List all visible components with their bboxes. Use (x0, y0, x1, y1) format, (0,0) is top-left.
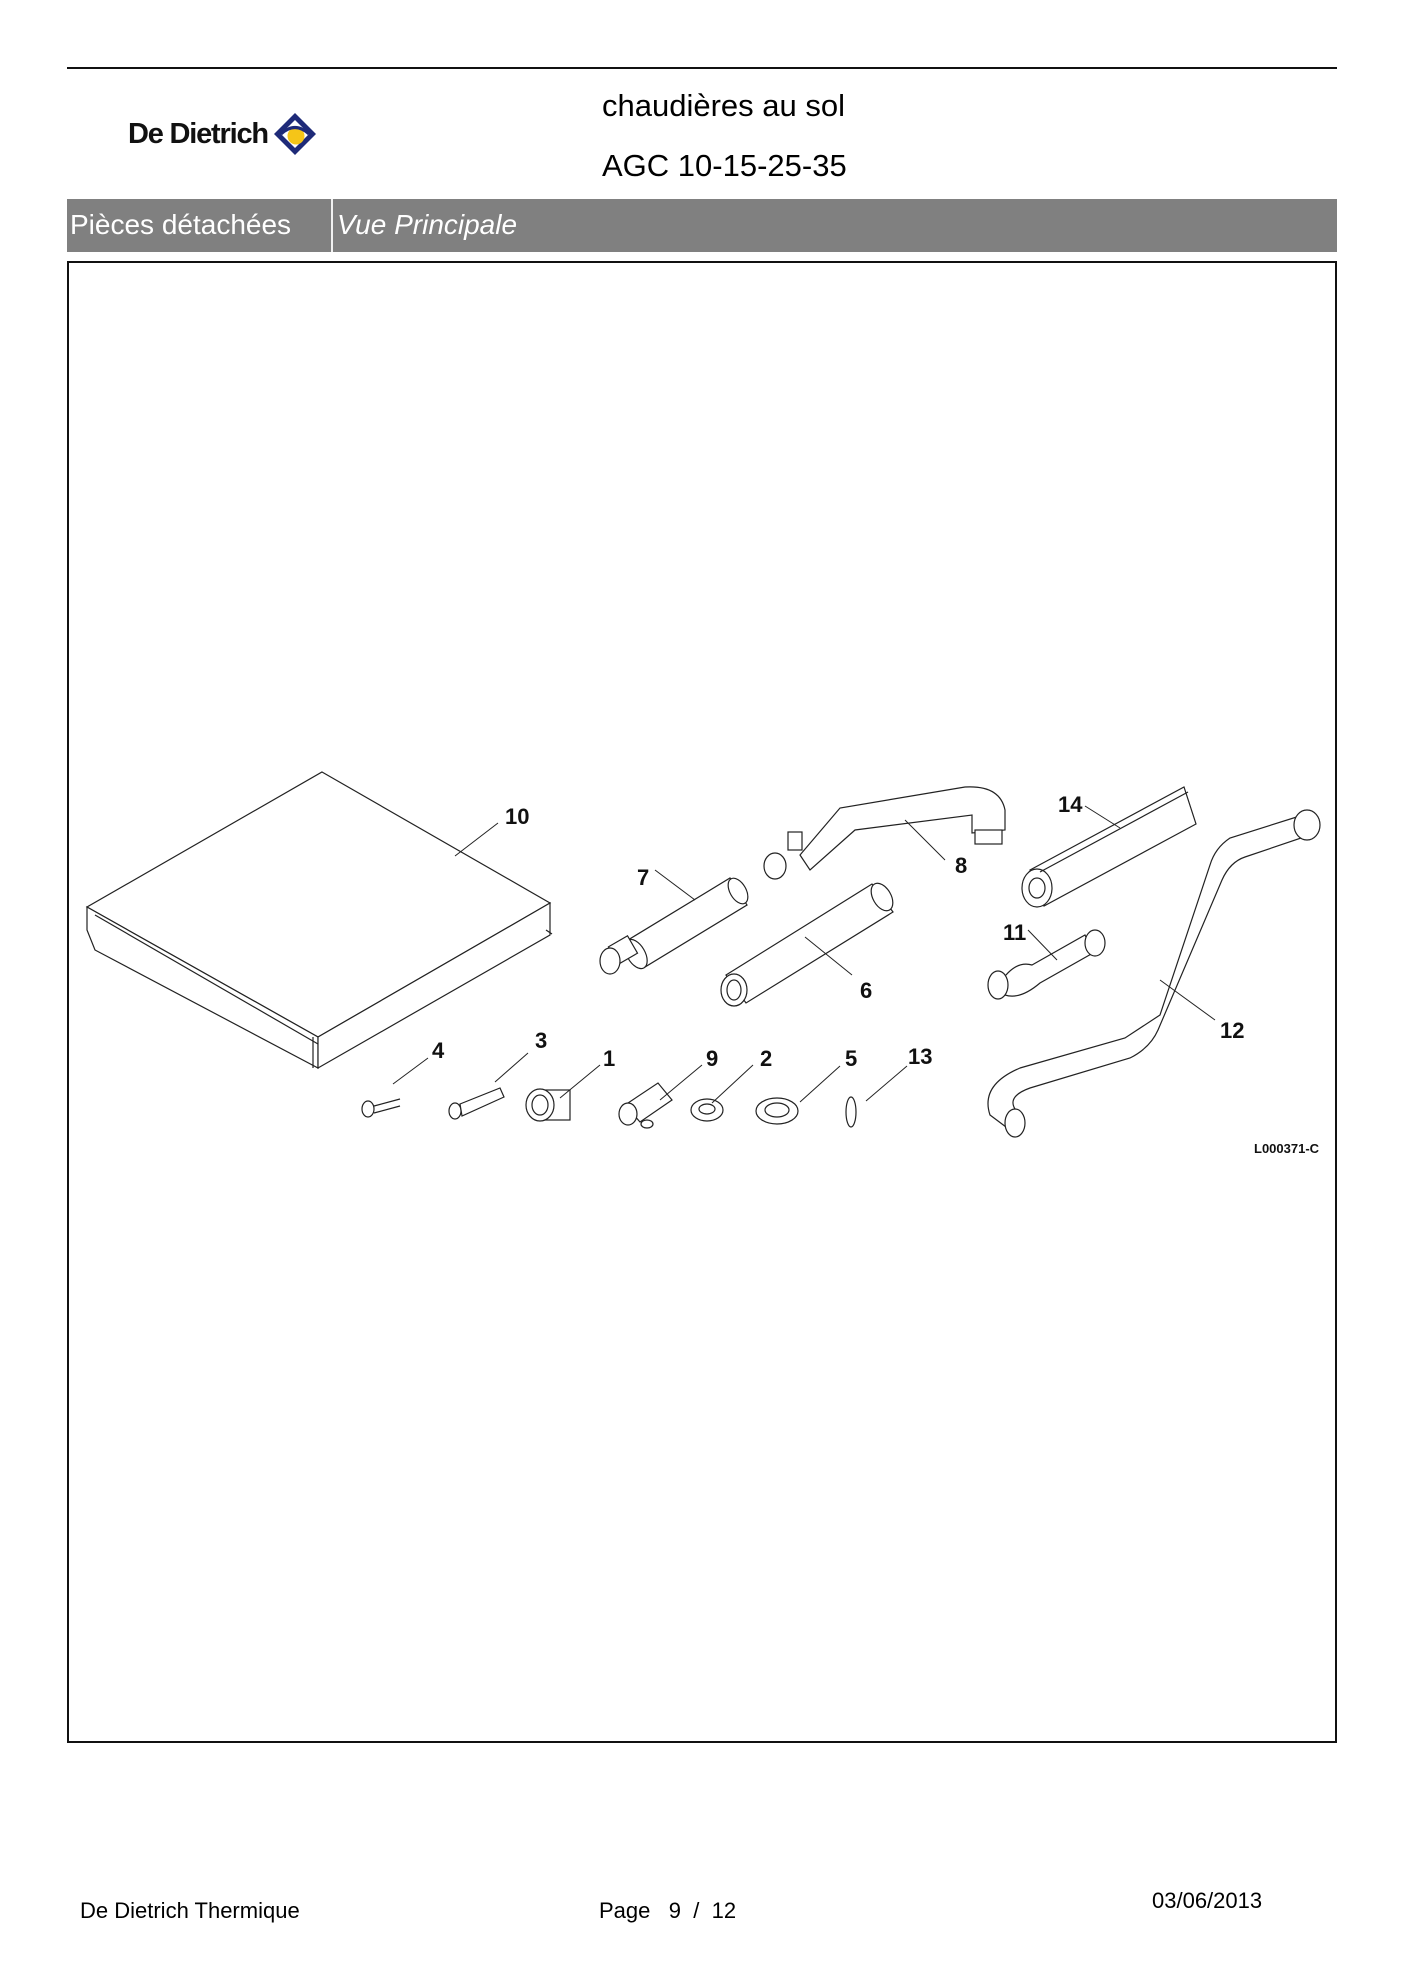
header-rule (67, 67, 1337, 69)
drawing-reference-code: L000371-C (1254, 1141, 1320, 1156)
footer-company: De Dietrich Thermique (80, 1898, 300, 1923)
footer-date: 03/06/2013 (1152, 1888, 1263, 1913)
callout-1: 1 (603, 1046, 616, 1071)
page-label: Page (599, 1898, 651, 1923)
callout-9: 9 (706, 1046, 719, 1071)
callout-4: 4 (432, 1038, 445, 1063)
callout-7: 7 (637, 865, 650, 890)
callout-10: 10 (505, 804, 530, 829)
footer-page-number: Page 9 / 12 (599, 1898, 736, 1924)
section-category: Pièces détachées (70, 209, 292, 240)
callout-12: 12 (1220, 1018, 1245, 1043)
brand-diamond-icon (273, 113, 316, 155)
page-separator: / (693, 1898, 700, 1923)
section-bar: Pièces détachées Vue Principale (67, 199, 1337, 252)
callout-8: 8 (955, 853, 968, 878)
diagram-frame (67, 261, 1337, 1743)
callout-11: 11 (1003, 920, 1027, 945)
page-current: 9 (668, 1898, 681, 1923)
brand-logo: De Dietrich (128, 112, 318, 156)
callout-6: 6 (860, 978, 873, 1003)
section-bar-left-cell: Pièces détachées (67, 199, 333, 252)
callout-14: 14 (1058, 792, 1083, 817)
page-total: 12 (711, 1898, 737, 1923)
brand-logo-text: De Dietrich (128, 117, 269, 150)
document-title: chaudières au sol (602, 88, 845, 123)
callout-13: 13 (908, 1044, 933, 1069)
model-title: AGC 10-15-25-35 (602, 148, 847, 183)
callout-5: 5 (845, 1046, 858, 1071)
callout-3: 3 (535, 1028, 548, 1053)
section-view-name: Vue Principale (337, 209, 518, 240)
callout-2: 2 (760, 1046, 773, 1071)
